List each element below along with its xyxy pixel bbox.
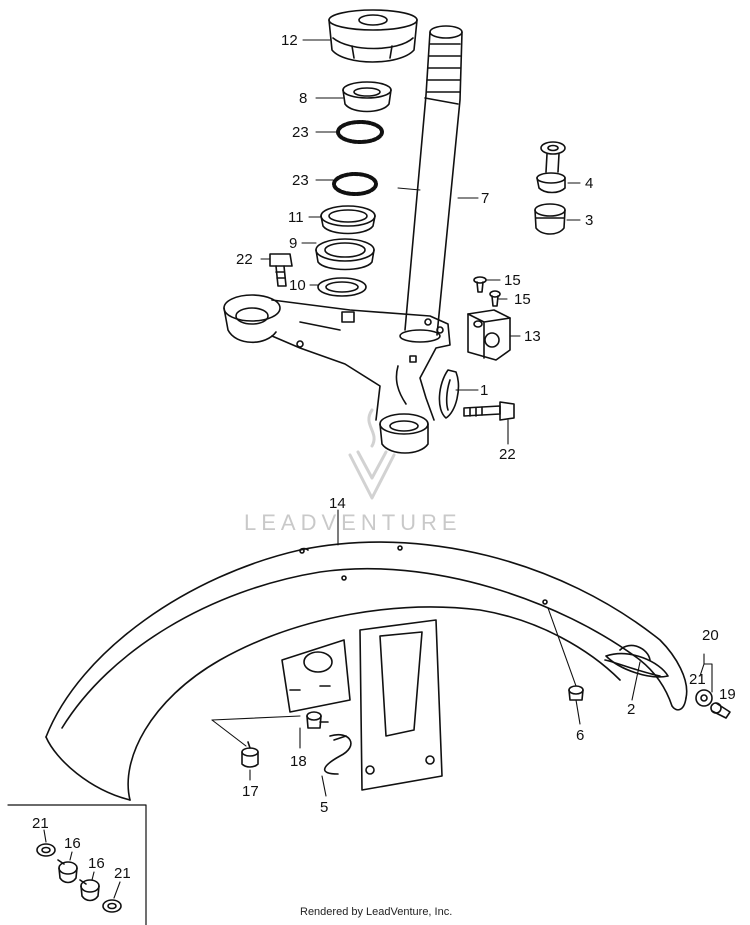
- part-18-nipple-bolt: [306, 711, 329, 729]
- callout-20: 20: [702, 627, 719, 644]
- part-13-lock-block: [467, 309, 511, 361]
- part-4-ring-with-tab: [536, 141, 566, 194]
- part-22-bolt-lower: [463, 401, 515, 421]
- leader-lines: [43, 39, 713, 899]
- part-6-screw: [568, 685, 584, 701]
- callout-21-inset-b: 21: [114, 865, 131, 882]
- part-8-bearing-race: [342, 81, 392, 113]
- part-5-wire-clip: [323, 733, 352, 775]
- inset-frame: [7, 804, 147, 925]
- part-19-bolt-right: [710, 702, 731, 719]
- callout-15-b: 15: [514, 291, 531, 308]
- callout-9: 9: [289, 235, 298, 252]
- callout-3: 3: [585, 212, 594, 229]
- callout-15-a: 15: [504, 272, 521, 289]
- callout-14: 14: [329, 495, 346, 512]
- callout-22-upper: 22: [236, 251, 253, 268]
- bottom-bridge-casting: [223, 294, 451, 454]
- part-9-bottom-race: [315, 238, 375, 271]
- part-14-front-fender: [45, 541, 688, 801]
- callout-4: 4: [585, 175, 594, 192]
- part-16-nut-inset-b: [79, 879, 100, 902]
- callout-23-upper: 23: [292, 124, 309, 141]
- callout-1: 1: [480, 382, 489, 399]
- callout-16-inset-a: 16: [64, 835, 81, 852]
- part-22-bolt-upper: [269, 253, 293, 287]
- callout-6: 6: [576, 727, 585, 744]
- callout-19: 19: [719, 686, 736, 703]
- callout-2: 2: [627, 701, 636, 718]
- callout-21-right: 21: [689, 671, 706, 688]
- fender-stay-bracket: [281, 619, 443, 791]
- part-7-steering-stem: [397, 25, 463, 343]
- part-2-cable-guide: [605, 652, 669, 678]
- part-10-seal-washer: [317, 277, 367, 297]
- leadventure-logo-mark: [348, 408, 396, 500]
- callout-5: 5: [320, 799, 329, 816]
- callout-11: 11: [288, 209, 304, 226]
- callout-17: 17: [242, 783, 259, 800]
- part-15-screw-a: [473, 276, 487, 293]
- callout-12: 12: [281, 32, 298, 49]
- part-11-dust-seal: [320, 205, 376, 235]
- callout-22-lower: 22: [499, 446, 516, 463]
- part-23-upper-bearing-balls: [336, 120, 384, 144]
- part-17-bolt: [241, 741, 259, 768]
- part-12-stem-nut: [328, 9, 418, 63]
- part-21-washer-inset-a: [36, 843, 56, 857]
- part-3-collar: [534, 203, 566, 235]
- callout-10: 10: [289, 277, 306, 294]
- part-21-washer-inset-b: [102, 899, 122, 913]
- callout-18: 18: [290, 753, 307, 770]
- part-1-cable-clip: [438, 369, 460, 419]
- callout-7: 7: [481, 190, 490, 207]
- callout-16-inset-b: 16: [88, 855, 105, 872]
- footer-credit: Rendered by LeadVenture, Inc.: [300, 906, 453, 918]
- part-23-lower-bearing-balls: [332, 172, 378, 196]
- part-21-washer-right: [695, 689, 713, 707]
- callout-21-inset-a: 21: [32, 815, 49, 832]
- part-15-screw-b: [489, 290, 501, 307]
- part-16-nut-inset-a: [57, 859, 78, 884]
- callout-8: 8: [299, 90, 308, 107]
- callout-23-lower: 23: [292, 172, 309, 189]
- callout-13: 13: [524, 328, 541, 345]
- watermark-text: LEADVENTURE: [244, 510, 462, 535]
